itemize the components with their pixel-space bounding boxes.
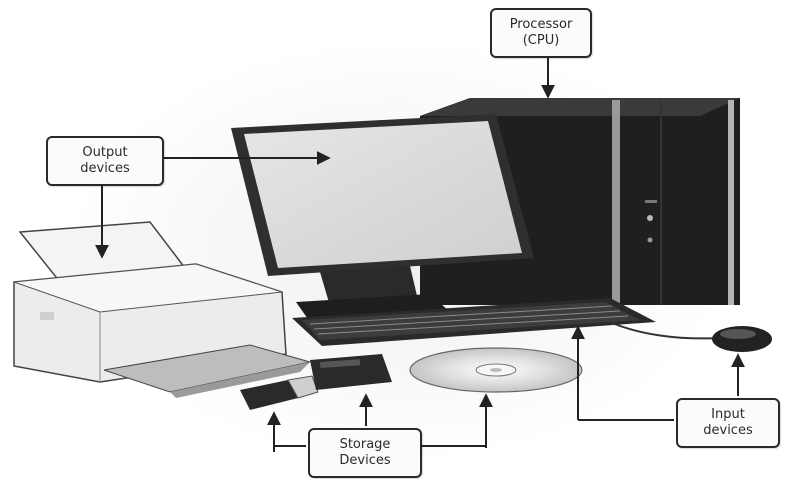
output-label-line2: devices	[80, 161, 129, 177]
processor-label-line1: Processor	[510, 17, 573, 33]
input-label-line1: Input	[711, 407, 745, 423]
processor-label-line2: (CPU)	[523, 33, 560, 49]
input-devices-label: Input devices	[676, 398, 780, 448]
input-label-line2: devices	[703, 423, 752, 439]
storage-devices-label: Storage Devices	[308, 428, 422, 478]
storage-label-line2: Devices	[339, 453, 390, 469]
cd-disc	[410, 348, 582, 392]
processor-cpu-label: Processor (CPU)	[490, 8, 592, 58]
output-label-line1: Output	[82, 145, 127, 161]
output-devices-label: Output devices	[46, 136, 164, 186]
storage-label-line1: Storage	[340, 437, 391, 453]
